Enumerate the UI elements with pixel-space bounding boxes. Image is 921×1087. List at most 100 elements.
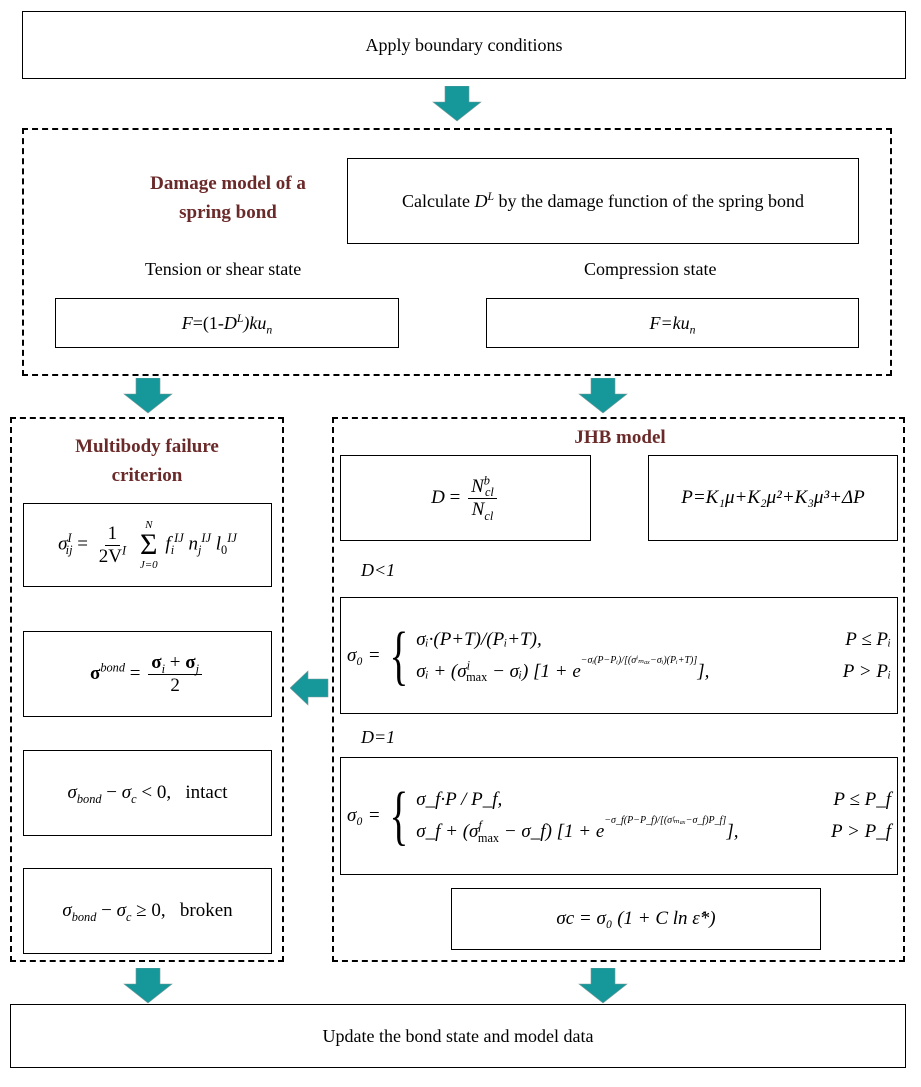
fc2-c: ], — [726, 821, 739, 842]
eq1-num: 1 — [104, 523, 121, 546]
tf-var: D — [223, 312, 237, 333]
condition-d-equals-1: D=1 — [361, 727, 396, 747]
intact-case-row-1: σᵢ·(P+T)/(Pᵢ+T),P ≤ Pᵢ — [416, 629, 891, 651]
brace-icon: { — [388, 618, 408, 692]
eq1-sum-top: N — [145, 519, 153, 531]
ic2-c: ], — [697, 660, 710, 682]
eq3-a: σ — [67, 782, 77, 803]
eq1-lhs-sub: ij — [65, 543, 73, 558]
fractured-case1-cond: P ≤ P_f — [833, 789, 891, 810]
eq2-plus: + — [165, 651, 186, 673]
down-arrow-icon — [578, 378, 628, 414]
eq1-n-sup: IJ — [201, 531, 212, 546]
damage-model-title-line2: spring bond — [179, 201, 277, 223]
eq2-num-sub2: j — [195, 661, 200, 676]
eq1-lhs: σ — [58, 533, 68, 555]
damage-model-title-line1: Damage model of a — [150, 173, 306, 194]
fractured-case2-expr: σ_f + (σfmax − σ_f) [1 + e−σ_f(P−P_f)/[(… — [416, 816, 739, 845]
tf-eq: =(1- — [192, 312, 224, 333]
eq2-num-b: σ — [185, 651, 196, 673]
eq3-b: σ — [121, 782, 132, 803]
eq4-sub-a: bond — [71, 909, 97, 924]
intact-strength-eq-box: σ₀ = { σᵢ·(P+T)/(Pᵢ+T),P ≤ Pᵢ σᵢ + (σima… — [340, 597, 898, 714]
calc-prefix: Calculate — [402, 190, 475, 211]
cf-lhs: F — [649, 312, 661, 333]
tension-shear-label: Tension or shear state — [145, 259, 302, 279]
fractured-case-row-2: σ_f + (σfmax − σ_f) [1 + e−σ_f(P−P_f)/[(… — [416, 816, 891, 845]
ic2-sup: i — [466, 658, 471, 673]
calc-suffix: by the damage function of the spring bon… — [494, 190, 804, 211]
left-arrow-icon — [290, 670, 329, 706]
fractured-case-row-1: σ_f·P / P_f, P ≤ P_f — [416, 789, 891, 811]
eq1-l-sup: IJ — [227, 531, 237, 546]
multibody-failure-group — [10, 417, 284, 962]
eq2-num-sub1: i — [161, 661, 166, 676]
calculate-dl-box: Calculate DL by the damage function of t… — [347, 158, 859, 244]
jhb-pressure-eq-box: P=K₁μ+K₂μ²+K₃μ³+ΔP — [648, 455, 898, 541]
fc2-sub: max — [477, 830, 500, 845]
fc2-sup: f — [478, 818, 482, 833]
intact-case2-cond: P > Pᵢ — [842, 660, 891, 682]
cf-eq: =ku — [660, 312, 690, 333]
eq2-lhs-sup: bond — [100, 660, 126, 675]
update-bond-state-text: Update the bond state and model data — [322, 1025, 594, 1046]
eq4-b: σ — [116, 900, 126, 921]
down-arrow-icon — [432, 86, 482, 122]
compression-formula-box: F=kun — [486, 298, 859, 348]
apply-boundary-conditions-text: Apply boundary conditions — [365, 34, 563, 55]
tf-rest: )ku — [243, 312, 267, 333]
eq1-sum-bot: J=0 — [139, 559, 158, 571]
intact-case1-expr: σᵢ·(P+T)/(Pᵢ+T), — [416, 628, 542, 650]
jhb-d-den: N — [471, 498, 485, 520]
eq1-f-sup: IJ — [174, 531, 184, 546]
eq3-sub-a: bond — [76, 791, 102, 806]
down-arrow-icon — [123, 968, 173, 1004]
eq3-rel: < 0, — [136, 782, 172, 803]
damage-model-title: Damage model of a spring bond — [128, 170, 328, 227]
intact-case2-expr: σᵢ + (σimax − σᵢ) [1 + e−σᵢ(P−Pᵢ)/[(σⁱₘₐ… — [416, 655, 710, 683]
eq4-a: σ — [62, 900, 72, 921]
compression-formula: F=kun — [649, 312, 696, 336]
ic2-a: σᵢ + (σ — [416, 660, 467, 682]
tf-lhs: F — [181, 312, 193, 333]
ic2-b: − σᵢ) [1 + e — [487, 660, 581, 682]
eq1-den-sup: I — [121, 543, 127, 558]
broken-criterion: σbond − σc ≥ 0, broken — [62, 900, 232, 924]
jhb-d-den-sub: cl — [484, 508, 494, 523]
intact-strength-cases: σ₀ = { σᵢ·(P+T)/(Pᵢ+T),P ≤ Pᵢ σᵢ + (σima… — [341, 618, 897, 692]
eq1-n-sub: j — [197, 543, 202, 558]
eq3-sub-b: c — [131, 791, 137, 806]
multibody-title: Multibody failure criterion — [30, 433, 264, 490]
tension-formula-box: F=(1-DL)kun — [55, 298, 399, 348]
apply-boundary-conditions-box: Apply boundary conditions — [22, 11, 906, 79]
calc-sup: L — [487, 189, 495, 203]
eq1-l-sub: 0 — [221, 543, 228, 558]
tension-formula: F=(1-DL)kun — [181, 312, 272, 335]
damage-model-group — [22, 128, 892, 376]
fractured-case1-expr: σ_f·P / P_f, — [416, 789, 503, 810]
intact-case-row-2: σᵢ + (σimax − σᵢ) [1 + e−σᵢ(P−Pᵢ)/[(σⁱₘₐ… — [416, 655, 891, 683]
calculate-dl-text: Calculate DL by the damage function of t… — [402, 189, 804, 212]
down-arrow-icon — [578, 968, 628, 1004]
intact-criterion: σbond − σc < 0, intact — [67, 782, 227, 806]
eq1-lhs-sup: I — [67, 531, 72, 546]
eq2-num-a: σ — [151, 651, 162, 673]
ic2-exp: −σᵢ(P−Pᵢ)/[(σⁱₘₐₓ−σᵢ)(Pᵢ+T)] — [580, 654, 698, 666]
eq4-rel: ≥ 0, — [131, 900, 166, 921]
jhb-d-lhs: D — [431, 486, 445, 508]
intact-lhs: σ₀ = — [347, 644, 381, 666]
eq2-den: 2 — [170, 674, 180, 696]
multibody-title-line1: Multibody failure — [75, 436, 219, 457]
jhb-model-title: JHB model — [574, 427, 666, 448]
strain-rate-strength-eq: σc = σ₀ (1 + C ln ε̇*) — [556, 908, 716, 929]
fractured-lhs: σ₀ = — [347, 805, 381, 826]
eq4-minus: − — [96, 900, 117, 921]
jhb-d-num: N — [471, 475, 484, 497]
compression-label: Compression state — [584, 259, 717, 279]
jhb-model-group — [332, 417, 905, 962]
fractured-strength-cases: σ₀ = { σ_f·P / P_f,P ≤ P_f σ_f + (σfmax … — [341, 783, 897, 849]
